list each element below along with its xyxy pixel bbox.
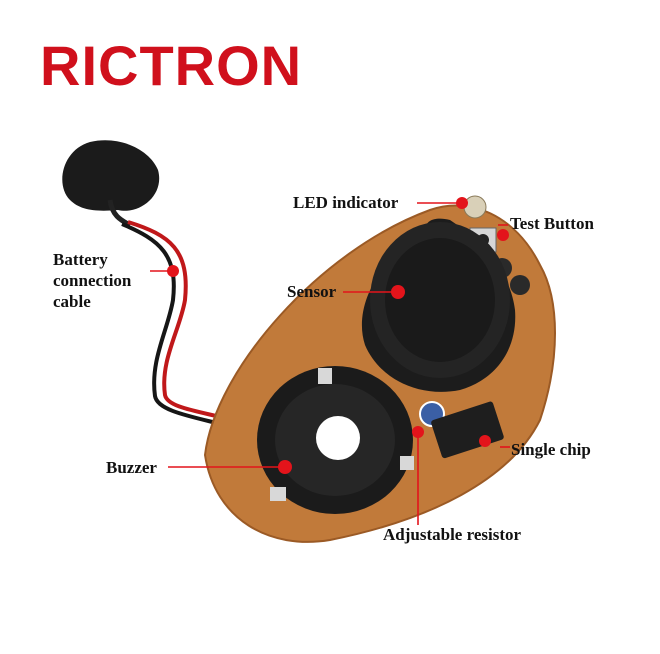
brand-logo: RICTRON <box>40 34 303 97</box>
buzzer-marker <box>278 460 292 474</box>
battery-cable-black <box>121 222 251 434</box>
label-battery-3: cable <box>53 292 91 311</box>
label-battery-2: connection <box>53 271 132 290</box>
label-sensor: Sensor <box>287 282 337 301</box>
battery-cable-red <box>127 220 251 427</box>
chip-marker <box>479 435 491 447</box>
test-button-marker <box>497 229 509 241</box>
label-test-button: Test Button <box>510 214 594 233</box>
cable-marker <box>167 265 179 277</box>
sensor-marker <box>391 285 405 299</box>
led-marker <box>456 197 468 209</box>
label-buzzer: Buzzer <box>106 458 157 477</box>
battery-clip <box>62 140 160 211</box>
label-single-chip: Single chip <box>511 440 591 459</box>
label-adjustable-resistor: Adjustable resistor <box>383 525 522 544</box>
resistor-marker <box>412 426 424 438</box>
label-led-indicator: LED indicator <box>293 193 399 212</box>
label-battery-1: Battery <box>53 250 108 269</box>
